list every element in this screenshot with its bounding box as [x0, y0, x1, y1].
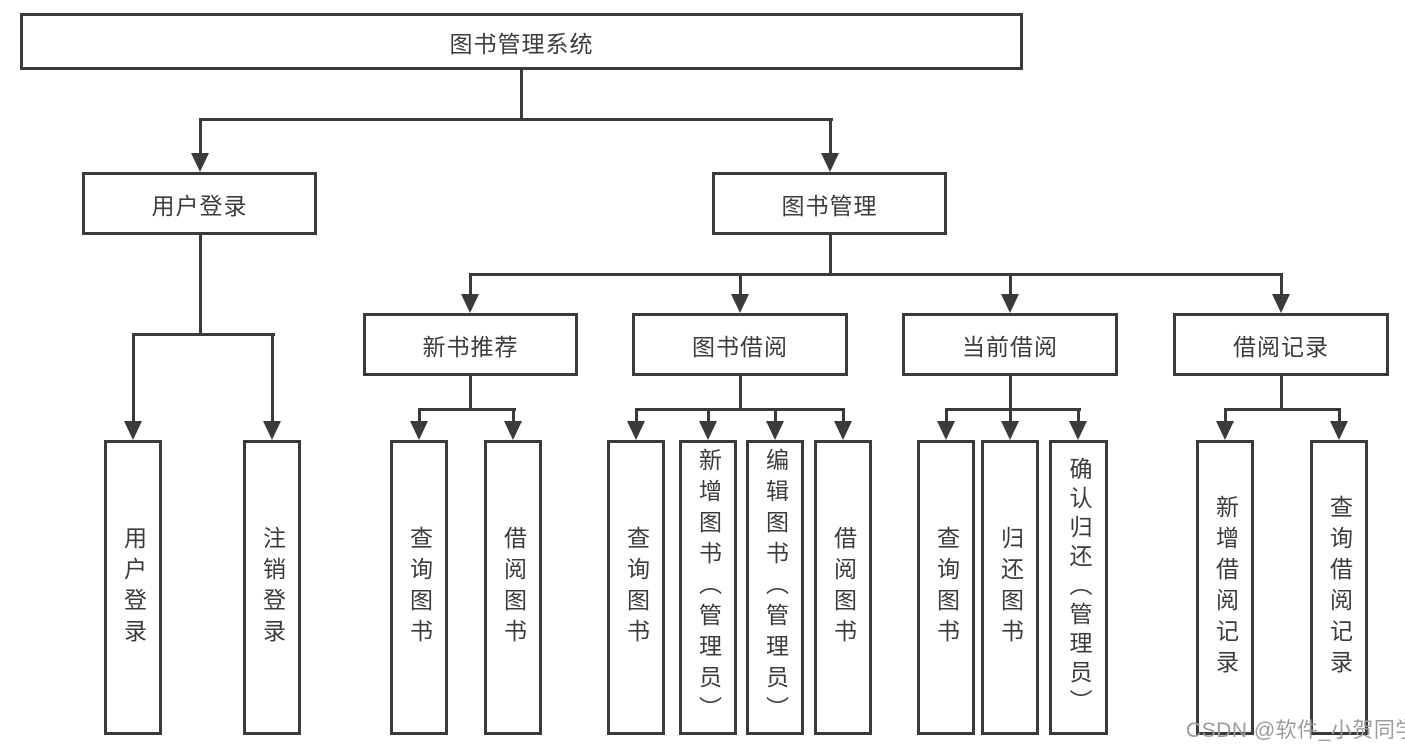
leaf-add-books-admin: 新增图书（管理员） — [679, 440, 737, 735]
arrow-down-icon — [504, 421, 522, 440]
leaf-logout: 注销登录 — [243, 440, 301, 735]
leaf-label: 新增图书（管理员） — [695, 448, 722, 727]
leaf-query-books-current: 查询图书 — [917, 440, 975, 735]
arrow-down-icon — [191, 153, 209, 172]
connector-line — [418, 408, 516, 411]
leaf-borrow-books-recommend: 借阅图书 — [484, 440, 542, 735]
arrow-down-icon — [834, 421, 852, 440]
leaf-confirm-return-admin: 确认归还（管理员） — [1049, 440, 1108, 735]
leaf-label: 用户登录 — [120, 525, 147, 650]
connector-line — [1338, 408, 1341, 422]
csdn-watermark: CSDN @软件_小贺同学 — [1186, 719, 1405, 742]
leaf-return-books: 归还图书 — [981, 440, 1039, 735]
node-book-management: 图书管理 — [712, 172, 947, 235]
connector-line — [1009, 408, 1012, 422]
connector-line — [829, 235, 832, 273]
arrow-down-icon — [263, 421, 281, 440]
connector-line — [842, 408, 845, 422]
connector-line — [1280, 376, 1283, 408]
connector-line — [418, 408, 421, 422]
node-label: 图书借阅 — [692, 333, 788, 360]
connector-line — [829, 118, 832, 156]
connector-line — [635, 408, 845, 411]
node-label: 用户登录 — [151, 192, 248, 219]
node-label: 新书推荐 — [422, 333, 519, 360]
connector-line — [199, 235, 202, 333]
node-label: 当前借阅 — [962, 333, 1058, 360]
leaf-query-borrow-record: 查询借阅记录 — [1310, 440, 1368, 735]
arrow-down-icon — [1330, 421, 1348, 440]
connector-line — [469, 376, 472, 408]
connector-line — [1280, 273, 1283, 295]
arrow-down-icon — [821, 153, 839, 172]
connector-line — [635, 408, 638, 422]
node-borrow-records: 借阅记录 — [1173, 313, 1389, 376]
leaf-user-login: 用户登录 — [104, 440, 162, 735]
connector-line — [520, 70, 523, 118]
connector-line — [1224, 408, 1227, 422]
connector-line — [707, 408, 710, 422]
connector-line — [1224, 408, 1341, 411]
connector-line — [945, 408, 948, 422]
connector-line — [1009, 273, 1012, 295]
leaf-label: 借阅图书 — [500, 525, 527, 650]
leaf-label: 注销登录 — [259, 525, 286, 650]
arrow-down-icon — [461, 294, 479, 313]
arrow-down-icon — [731, 294, 749, 313]
node-new-book-recommend: 新书推荐 — [363, 313, 578, 376]
connector-line — [1077, 408, 1080, 422]
connector-line — [945, 408, 1081, 411]
arrow-down-icon — [1272, 294, 1290, 313]
arrow-down-icon — [1216, 421, 1234, 440]
node-label: 图书管理 — [781, 192, 878, 219]
leaf-label: 查询借阅记录 — [1326, 494, 1353, 681]
leaf-borrow-books: 借阅图书 — [814, 440, 872, 735]
arrow-down-icon — [1001, 294, 1019, 313]
node-user-login: 用户登录 — [82, 172, 317, 235]
arrow-down-icon — [627, 421, 645, 440]
arrow-down-icon — [410, 421, 428, 440]
leaf-label: 归还图书 — [997, 525, 1024, 650]
connector-line — [1009, 376, 1012, 408]
connector-line — [132, 333, 275, 336]
arrow-down-icon — [699, 421, 717, 440]
arrow-down-icon — [1001, 421, 1019, 440]
leaf-query-books-recommend: 查询图书 — [390, 440, 448, 735]
node-library-management-system: 图书管理系统 — [20, 13, 1023, 70]
arrow-down-icon — [937, 421, 955, 440]
connector-line — [199, 118, 833, 121]
connector-line — [271, 333, 274, 422]
connector-line — [132, 333, 135, 422]
connector-line — [512, 408, 515, 422]
node-label: 图书管理系统 — [449, 30, 594, 57]
arrow-down-icon — [1069, 421, 1087, 440]
connector-line — [739, 376, 742, 408]
leaf-label: 查询图书 — [933, 525, 960, 650]
connector-line — [199, 118, 202, 156]
leaf-edit-books-admin: 编辑图书（管理员） — [746, 440, 804, 735]
leaf-label: 编辑图书（管理员） — [762, 448, 789, 727]
connector-line — [739, 273, 742, 295]
leaf-label: 借阅图书 — [830, 525, 857, 650]
leaf-label: 查询图书 — [623, 525, 650, 650]
node-book-borrow: 图书借阅 — [632, 313, 848, 376]
node-current-borrow: 当前借阅 — [902, 313, 1118, 376]
arrow-down-icon — [124, 421, 142, 440]
leaf-label: 新增借阅记录 — [1212, 494, 1239, 681]
leaf-label: 确认归还（管理员） — [1066, 457, 1092, 718]
connector-line — [469, 273, 1283, 276]
arrow-down-icon — [766, 421, 784, 440]
leaf-query-books-borrow: 查询图书 — [607, 440, 665, 735]
leaf-add-borrow-record: 新增借阅记录 — [1196, 440, 1254, 735]
connector-line — [774, 408, 777, 422]
leaf-label: 查询图书 — [406, 525, 433, 650]
node-label: 借阅记录 — [1233, 333, 1329, 360]
connector-line — [469, 273, 472, 295]
